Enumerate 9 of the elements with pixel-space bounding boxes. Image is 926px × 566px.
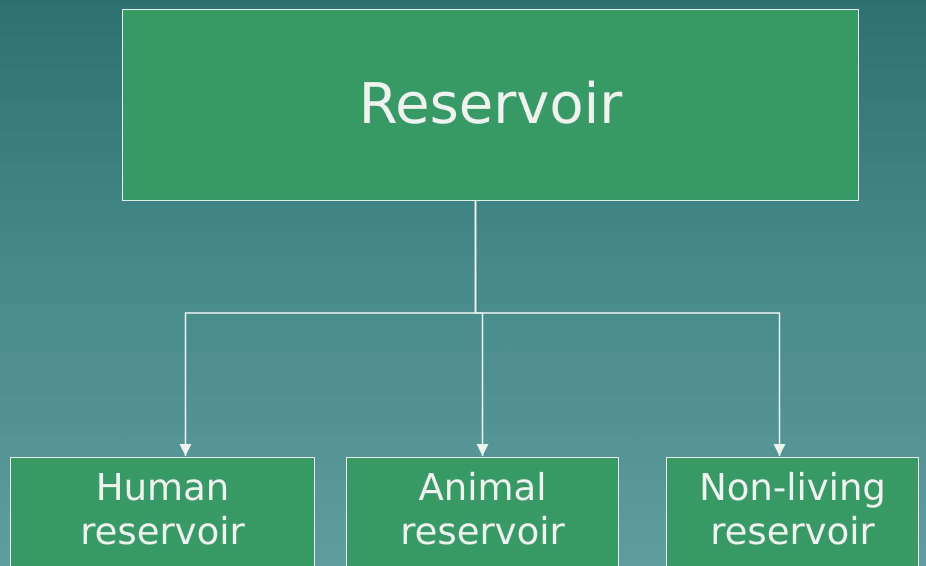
arrow	[474, 201, 786, 456]
category-box	[346, 457, 619, 566]
node-title: Reservoir	[358, 71, 622, 139]
node-label: Human reservoir	[79, 466, 246, 555]
root-box	[122, 9, 859, 201]
node-label: Animal reservoir	[399, 466, 566, 555]
category-box	[10, 457, 315, 566]
node-label: Non-living reservoir	[698, 466, 887, 555]
category-box	[666, 457, 919, 566]
